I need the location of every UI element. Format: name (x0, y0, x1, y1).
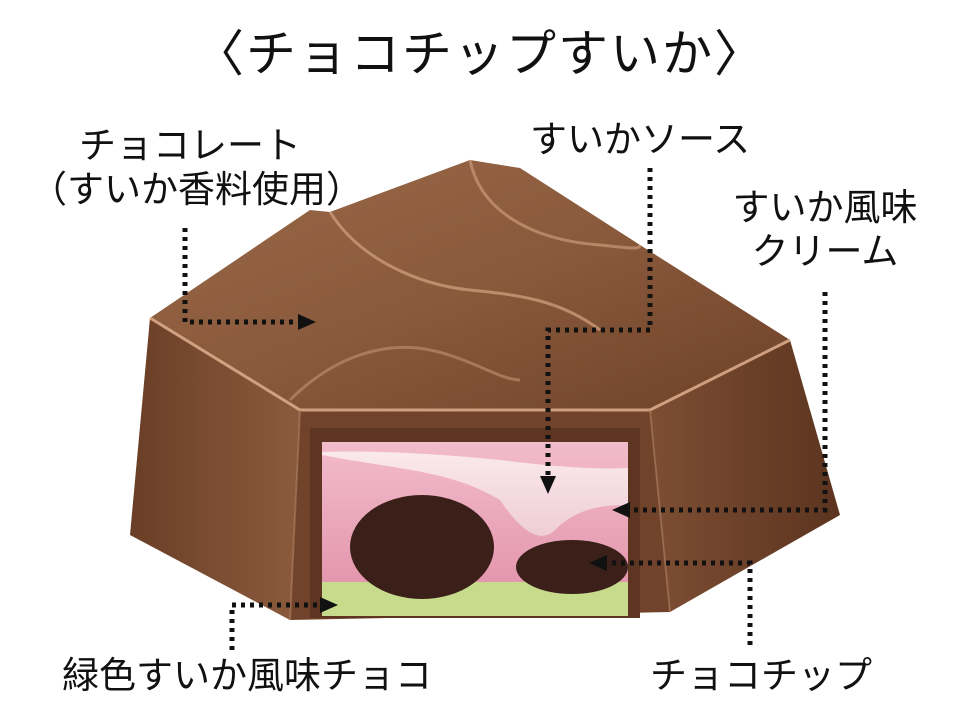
leader-lines (182, 168, 828, 650)
arrow-chocolate (182, 228, 300, 325)
arrowheads (298, 314, 630, 613)
label-cream: すいか風味 クリーム (700, 186, 950, 274)
cross-section (310, 428, 640, 618)
label-chocolate-line2: （すいか香料使用） (30, 168, 363, 211)
sauce-layer (322, 451, 628, 536)
arrow-chip (605, 560, 753, 645)
label-choco-chip: チョコチップ (650, 654, 872, 697)
label-green-choco: 緑色すいか風味チョコ (62, 654, 432, 697)
arrow-cream (628, 292, 828, 513)
page-title: 〈チョコチップすいか〉 (194, 25, 766, 83)
label-cream-line2: クリーム (751, 230, 899, 273)
label-cream-line1: すいか風味 (732, 186, 918, 229)
arrow-sauce (545, 168, 653, 478)
label-chocolate: チョコレート （すいか香料使用） (30, 124, 363, 212)
label-chocolate-line1: チョコレート (79, 124, 301, 167)
label-sauce: すいかソース (530, 118, 751, 161)
arrow-green (229, 602, 322, 650)
choco-chip-right (516, 540, 628, 594)
choco-chip-left (350, 495, 494, 599)
